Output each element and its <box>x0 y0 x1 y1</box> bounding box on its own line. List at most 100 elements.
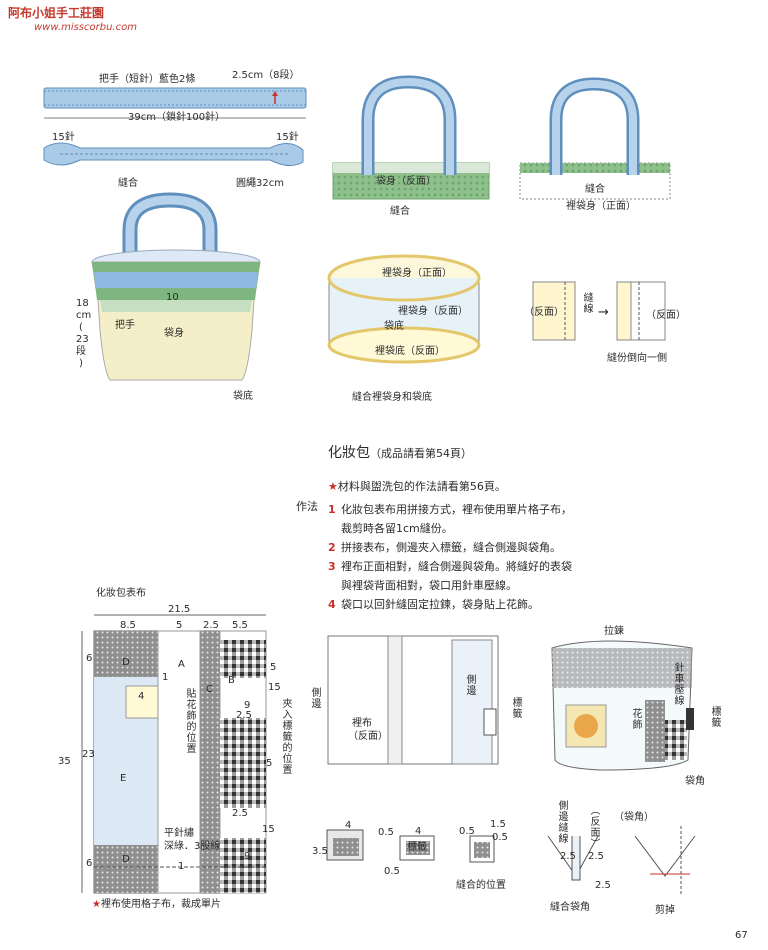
pattern-A: A <box>178 659 185 670</box>
pattern-w-total: 21.5 <box>168 604 191 615</box>
cord-label: 圓繩32cm <box>236 178 284 189</box>
pattern-n1b: 1 <box>178 861 185 872</box>
materials-note-text: 材料與盥洗包的作法請看第56頁。 <box>337 480 506 493</box>
left-stitch: 15針 <box>52 132 75 143</box>
lining-bottom-label: 袋底 <box>384 321 404 332</box>
section-title-sub: （成品請看第54頁） <box>370 447 472 460</box>
basket-height-3: ( <box>79 322 83 333</box>
corner-d3: 2.5 <box>595 880 611 891</box>
tag-t3: 0.5 <box>459 826 475 837</box>
tag-t2: 0.5 <box>384 866 400 877</box>
corner-label: （袋角） <box>614 812 654 823</box>
lining-front: 裡袋身（正面） <box>566 201 636 212</box>
assembly-lining: 裡布 <box>352 718 372 729</box>
tag-t: 0.5 <box>378 827 394 838</box>
corner-side-seam: 側邊縫線 <box>556 800 567 844</box>
basket-height-2: cm <box>76 310 92 321</box>
basket-bottom: 袋底 <box>233 391 253 402</box>
corner-cut: 剪掉 <box>655 905 675 916</box>
pattern-D2: D <box>122 854 130 865</box>
stitch-label: 平針繡 <box>164 828 194 839</box>
basket-height-6: ) <box>79 358 83 369</box>
sew-label: 縫合 <box>118 178 138 189</box>
handle-label: 把手（短針）藍色2條 <box>99 74 196 85</box>
star-icon: ★ <box>328 480 338 493</box>
assembly-tag: 標籤 <box>510 697 521 719</box>
sew-label-2: 縫合 <box>390 206 410 217</box>
page-number: 67 <box>735 930 748 941</box>
seam-line-label: 縫線 <box>581 292 592 314</box>
lining-front-label: 裡袋身（正面） <box>382 268 452 279</box>
section-title-main: 化妝包 <box>328 445 370 461</box>
label-position: 夾入標籤的位置 <box>280 698 291 775</box>
tag-caption: 縫合的位置 <box>456 880 506 891</box>
lining-wrong-label: 裡袋身（反面） <box>398 306 468 317</box>
basket-10: 10 <box>166 292 179 303</box>
finished-tag: 標籤 <box>709 706 720 728</box>
pattern-r15b: 15 <box>262 824 275 835</box>
step-3-cont: 與裡袋背面相對，袋口用針車壓線。 <box>341 579 517 592</box>
pattern-r5a: 5 <box>270 662 277 673</box>
stitch-label-2: 深綠．3股線 <box>164 841 221 852</box>
seam-wrong-right: （反面） <box>646 310 686 321</box>
step-1-cont: 裁剪時各留1cm縫份。 <box>341 522 453 535</box>
pattern-w4: 5.5 <box>232 620 248 631</box>
assembly-side-2: 側邊 <box>464 674 475 696</box>
lining-caption: 縫合裡袋身和袋底 <box>352 392 432 403</box>
pattern-h-total: 35 <box>58 756 71 767</box>
pattern-h-bot: 6 <box>86 858 93 869</box>
pattern-r15a: 15 <box>268 682 281 693</box>
basket-handle: 把手 <box>115 320 135 331</box>
tag-t4: 1.5 <box>490 819 506 830</box>
pattern-n1: 1 <box>162 672 169 683</box>
section-title: 化妝包（成品請看第54頁） <box>328 445 472 461</box>
tag-h35: 3.5 <box>312 846 328 857</box>
brand-url: www.misscorbu.com <box>34 22 137 33</box>
sew-label-3: 縫合 <box>585 184 605 195</box>
handle-strip <box>43 87 307 109</box>
basket-height-5: 段 <box>76 346 86 357</box>
pattern-w3: 2.5 <box>203 620 219 631</box>
seam-caption: 縫份倒向一側 <box>607 353 667 364</box>
pattern-r25b: 2.5 <box>232 808 248 819</box>
finished-machine: 針車壓線 <box>672 662 683 706</box>
tag-w4: 4 <box>345 820 352 831</box>
pattern-title: 化妝包表布 <box>96 588 146 599</box>
assembly-lining-wrong: （反面） <box>348 731 388 742</box>
tag-w4b: 4 <box>415 826 422 837</box>
materials-note: ★材料與盥洗包的作法請看第56頁。 <box>328 480 506 493</box>
pattern-footnote: ★裡布使用格子布，裁成單片 <box>92 899 221 910</box>
finished-corner: 袋角 <box>685 776 705 787</box>
flower-position: 貼花飾的位置 <box>184 688 195 754</box>
finished-zipper: 拉鍊 <box>604 626 624 637</box>
tag-label: 標籤 <box>407 842 427 853</box>
corner-d2: 2.5 <box>588 851 604 862</box>
finished-flower: 花飾 <box>630 708 641 730</box>
pattern-h-top: 6 <box>86 653 93 664</box>
pattern-n4: 4 <box>138 691 145 702</box>
corner-wrong: （反面） <box>588 805 599 849</box>
pattern-h-mid: 23 <box>82 749 95 760</box>
assembly-side: 側邊 <box>309 687 320 709</box>
pattern-r9b: 9 <box>244 851 251 862</box>
method-label: 作法 <box>296 500 318 513</box>
corner-caption: 縫合袋角 <box>550 902 590 913</box>
length-note: 39cm（鎖針100針） <box>128 112 226 123</box>
pattern-C: C <box>206 684 213 695</box>
pattern-D: D <box>122 657 130 668</box>
seam-wrong-left: （反面） <box>524 307 564 318</box>
bag-body-wrong: 袋身（反面） <box>376 176 436 187</box>
width-note: 2.5cm（8段） <box>232 70 300 81</box>
tag-t5: 0.5 <box>492 832 508 843</box>
corner-d1: 2.5 <box>560 851 576 862</box>
basket-height-4: 23 <box>76 334 89 345</box>
star-icon-2: ★ <box>92 899 101 910</box>
basket-height-1: 18 <box>76 298 89 309</box>
pattern-w2: 5 <box>176 620 183 631</box>
